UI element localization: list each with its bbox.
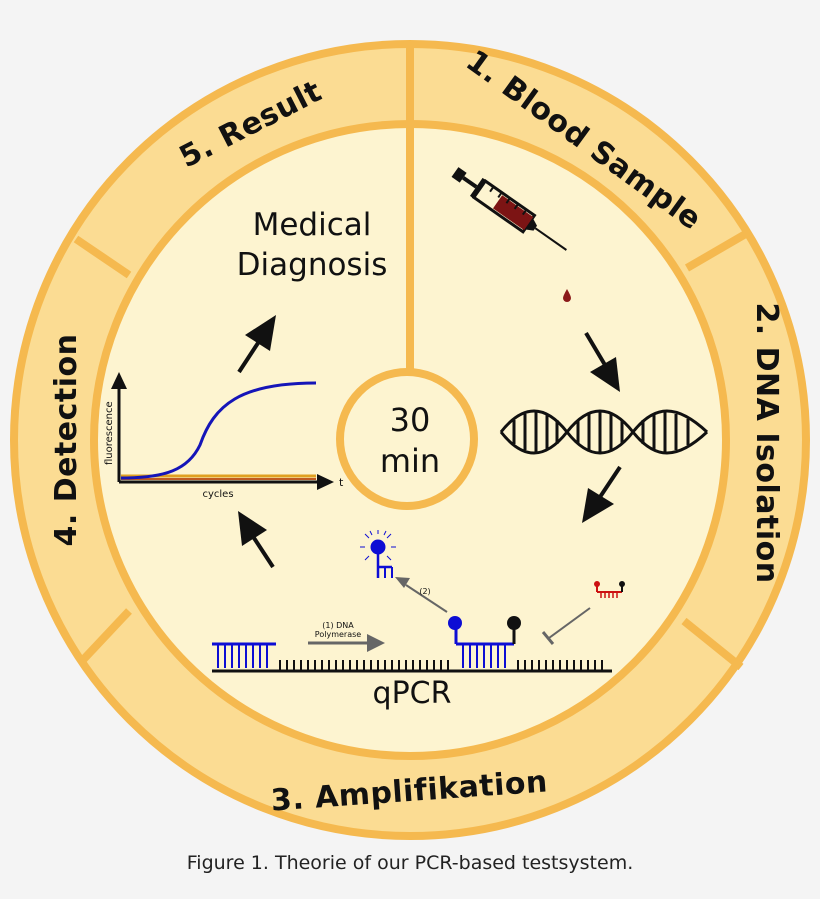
segment-dividers [73,44,752,671]
plot-x-label: cycles [202,489,233,500]
step-label-detection: 4. Detection [49,333,84,546]
blood-drop-icon [563,289,571,302]
qpcr-illustration: (1) DNA Polymerase (2) [212,530,625,711]
center-time-value: 30 [390,401,431,439]
fluorescence-curve [120,381,317,480]
arrow-to-result [237,315,276,374]
arrow-to-dna [584,331,620,392]
syringe-icon [451,167,567,251]
result-line-2: Diagnosis [237,247,388,283]
figure-caption: Figure 1. Theorie of our PCR-based tests… [186,852,634,874]
arrow-to-qpcr [582,465,622,523]
result-line-1: Medical [253,207,372,243]
fluorophore-glow-icon [360,530,396,561]
qpcr-title: qPCR [373,676,452,711]
center-time-unit: min [380,442,440,480]
step-label-dna-isolation: 2. DNA Isolation [749,302,784,583]
dna-helix-icon [499,409,709,455]
qpcr-step2: (2) [419,587,430,596]
qpcr-step1-line1: (1) DNA [322,621,354,630]
plot-y-label: fluorescence [104,401,115,465]
arrow-to-detection [238,511,275,569]
center-circle [336,368,478,510]
fluorescence-plot: fluorescence cycles t [104,372,344,500]
plot-t-label: t [339,476,344,489]
qpcr-step1-line2: Polymerase [315,630,361,639]
